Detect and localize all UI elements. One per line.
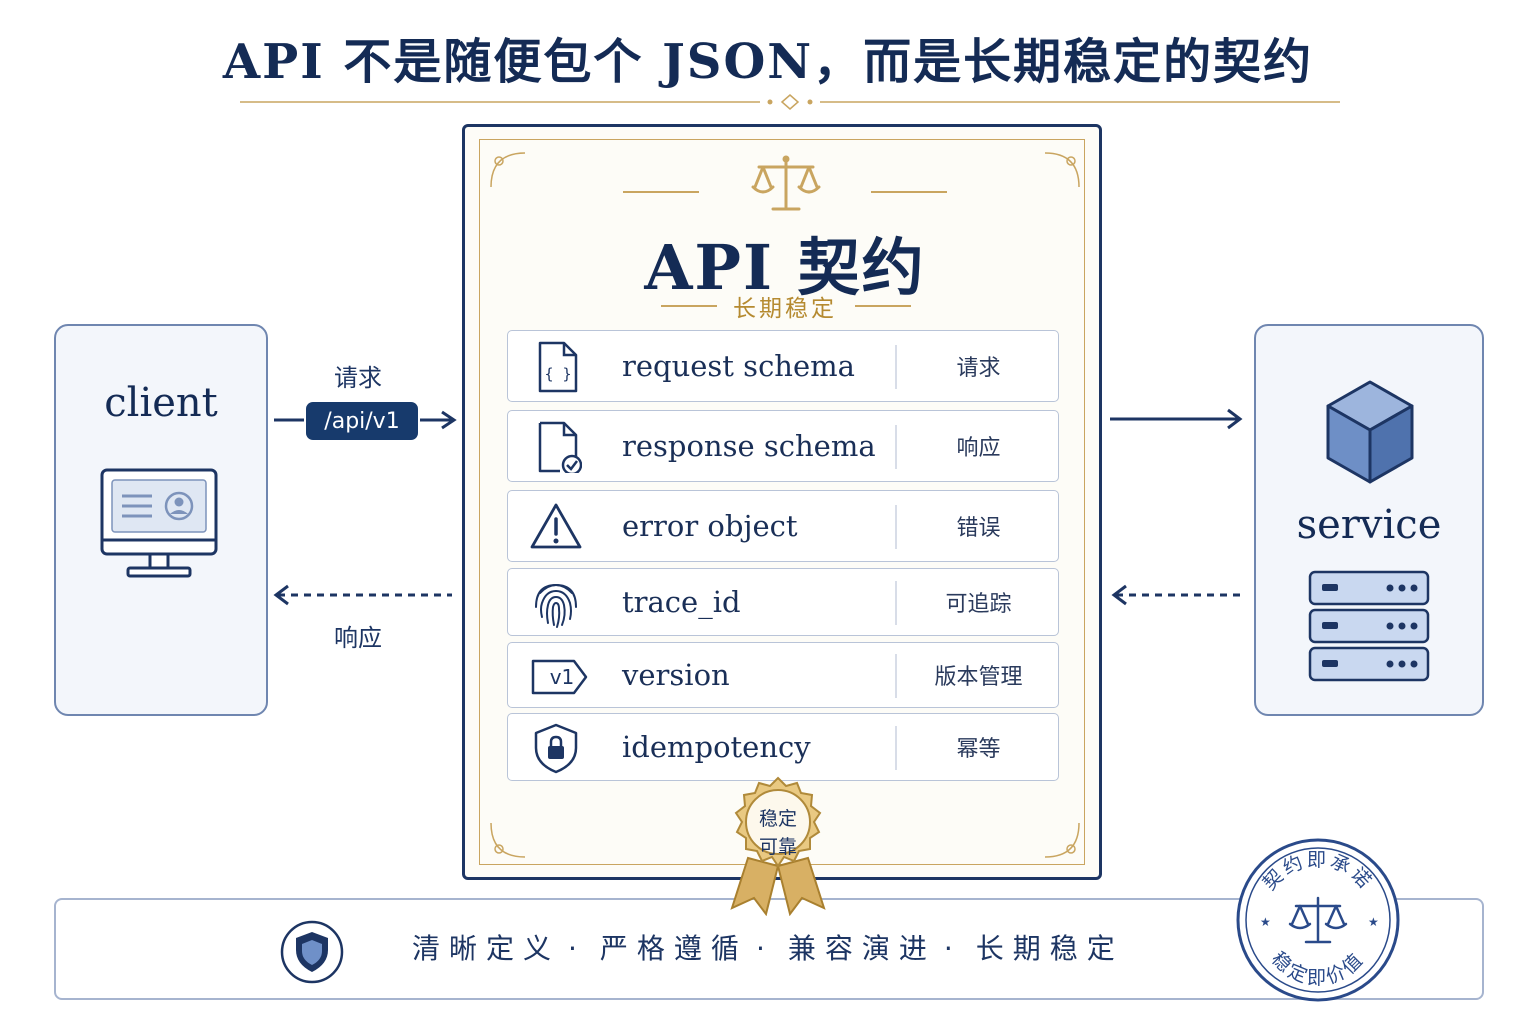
svg-text:{ }: { }: [544, 365, 571, 383]
fingerprint-icon: [535, 583, 577, 628]
title-ornament: [240, 94, 1340, 110]
shield-lock-icon: [534, 723, 578, 774]
request-label: 请求: [334, 364, 382, 392]
service-label: service: [1296, 502, 1442, 548]
footer-item-compatible-evolution: 兼容演进: [787, 932, 936, 965]
row-name: error object: [622, 509, 798, 543]
row-name: response schema: [622, 429, 876, 463]
footer-item-long-term-stability: 长期稳定: [975, 932, 1124, 965]
footer-principles: 清晰定义·严格遵循·兼容演进·长期稳定: [412, 918, 1124, 980]
stamp-scales-icon: [1288, 896, 1348, 944]
request-arrow: [274, 410, 457, 430]
page-title: API 不是随便包个 JSON，而是长期稳定的契约: [222, 34, 1314, 90]
scales-icon: [751, 155, 821, 211]
footer-separator: ·: [755, 932, 774, 965]
ornament-line-right: [871, 191, 947, 193]
service-box: service: [1254, 324, 1484, 716]
row-cn: 可追踪: [945, 592, 1012, 617]
version-tag-text: v1: [549, 665, 575, 689]
contract-row-request-schema: { } request schema 请求: [507, 330, 1059, 402]
row-divider: [895, 726, 897, 770]
json-file-icon: { }: [538, 341, 578, 393]
contract-row-error-object: error object 错误: [507, 490, 1059, 562]
row-name: request schema: [622, 349, 855, 383]
footer-item-strict-compliance: 严格遵循: [599, 932, 748, 965]
row-divider: [895, 425, 897, 469]
version-tag-icon: [531, 659, 588, 695]
row-name: idempotency: [622, 730, 811, 764]
seal-line-1: 稳定: [758, 808, 797, 830]
file-check-icon: [538, 421, 582, 473]
row-name: version: [622, 658, 730, 692]
server-icon: [1308, 570, 1430, 682]
seal-badge: [730, 776, 826, 916]
monitor-icon: [100, 468, 218, 578]
warning-icon: [530, 503, 582, 549]
response-label: 响应: [334, 624, 382, 652]
seal-line-2: 可靠: [758, 836, 797, 858]
contract-row-version: v1 version 版本管理: [507, 642, 1059, 708]
endpoint-badge: /api/v1: [306, 402, 418, 440]
contract-title: API 契约: [644, 231, 926, 304]
service-request-arrow: [1110, 408, 1243, 430]
row-cn: 响应: [956, 436, 1001, 461]
row-cn: 幂等: [956, 737, 1001, 762]
shield-check-icon: [280, 920, 344, 984]
contract-subtitle: 长期稳定: [733, 296, 837, 322]
contract-row-idempotency: idempotency 幂等: [507, 713, 1059, 781]
footer-separator: ·: [568, 932, 586, 965]
row-cn: 请求: [956, 356, 1001, 381]
service-response-arrow: [1111, 584, 1242, 606]
subtitle-line-right: [855, 305, 911, 307]
row-divider: [895, 581, 897, 625]
subtitle-line-left: [661, 305, 717, 307]
stamp-seal: 契约即承诺 稳定即价值 ★ ★: [1236, 838, 1400, 1002]
contract-row-response-schema: response schema 响应: [507, 410, 1059, 482]
cube-icon: [1326, 380, 1414, 484]
svg-text:★: ★: [1368, 915, 1379, 929]
row-divider: [895, 654, 897, 698]
response-arrow: [273, 584, 452, 606]
client-box: client: [54, 324, 268, 716]
contract-row-trace-id: trace_id 可追踪: [507, 568, 1059, 636]
row-cn: 错误: [956, 516, 1001, 541]
svg-text:★: ★: [1260, 915, 1271, 929]
row-name: trace_id: [622, 585, 741, 619]
corner-ornaments: [490, 152, 1080, 858]
client-label: client: [104, 380, 218, 426]
footer-item-clear-definition: 清晰定义: [412, 932, 561, 965]
row-cn: 版本管理: [934, 665, 1023, 690]
row-divider: [895, 345, 897, 389]
ornament-line-left: [623, 191, 699, 193]
footer-separator: ·: [943, 932, 962, 965]
row-divider: [895, 505, 897, 549]
